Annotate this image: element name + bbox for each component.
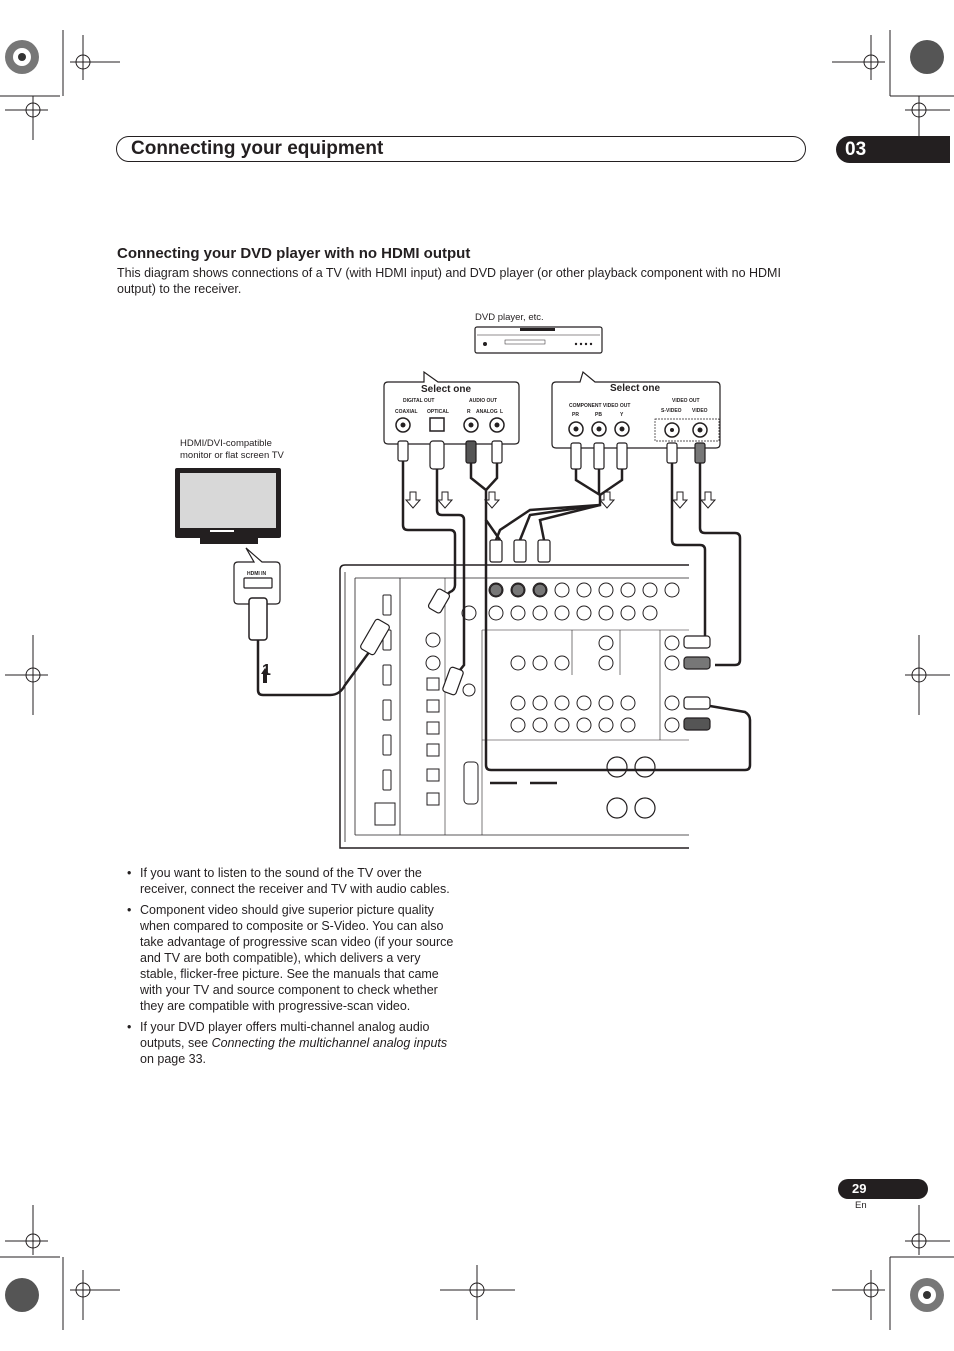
right-callout-jacks (568, 418, 720, 442)
tv-label-line1: HDMI/DVI-compatible (180, 438, 272, 449)
r-label: R (467, 409, 471, 415)
receiver-rear-panel (339, 564, 689, 849)
component-video-out-label: COMPONENT VIDEO OUT (569, 403, 630, 409)
analog-label: ANALOG (476, 409, 498, 415)
digital-out-label: DIGITAL OUT (403, 398, 434, 404)
left-callout-jacks (395, 417, 505, 433)
tip-text-before: If your DVD player offers multi-channel … (140, 1020, 430, 1050)
optical-label: OPTICAL (427, 409, 449, 415)
step-arrow (261, 668, 269, 683)
pr-label: PR (572, 412, 579, 418)
dvd-player-illustration (474, 326, 603, 354)
tip-item: If you want to listen to the sound of th… (127, 865, 457, 897)
tip-text-after: on page 33. (140, 1052, 207, 1066)
hdmi-in-callout (233, 547, 281, 641)
s-video-label: S-VIDEO (661, 408, 682, 414)
chapter-number: 03 (836, 136, 950, 163)
page-header-title: Connecting your equipment (131, 138, 384, 159)
tv-illustration (175, 468, 281, 544)
connection-arrows (404, 491, 717, 509)
cross-reference-link[interactable]: Connecting the multichannel analog input… (211, 1036, 448, 1050)
coaxial-label: COAXIAL (395, 409, 418, 415)
tip-item: Component video should give superior pic… (127, 902, 457, 1014)
cables (256, 461, 752, 772)
page-number: 29 (838, 1179, 928, 1199)
video-label: VIDEO (692, 408, 708, 414)
hdmi-in-label: HDMI IN (247, 571, 267, 577)
tip-text: Component video should give superior pic… (140, 903, 454, 1013)
section-intro: This diagram shows connections of a TV (… (117, 266, 781, 296)
video-out-label: VIDEO OUT (672, 398, 700, 404)
tips-list: If you want to listen to the sound of th… (127, 865, 457, 1072)
y-label: Y (620, 412, 624, 418)
audio-out-label: AUDIO OUT (469, 398, 497, 404)
receiver-connected-plugs (360, 539, 711, 731)
pb-label: PB (595, 412, 602, 418)
left-callout-title: Select one (421, 384, 471, 395)
tv-label-line2: monitor or flat screen TV (180, 450, 285, 461)
header-bar (116, 136, 806, 162)
l-label: L (500, 409, 503, 415)
dvd-player-label: DVD player, etc. (475, 312, 544, 323)
left-callout-box (383, 370, 520, 445)
right-callout-title: Select one (610, 383, 660, 394)
step-number: 1 (262, 662, 271, 679)
tip-text: If you want to listen to the sound of th… (140, 866, 450, 896)
tip-item: If your DVD player offers multi-channel … (127, 1019, 457, 1067)
section-title: Connecting your DVD player with no HDMI … (117, 245, 471, 262)
language-code: En (855, 1200, 867, 1211)
